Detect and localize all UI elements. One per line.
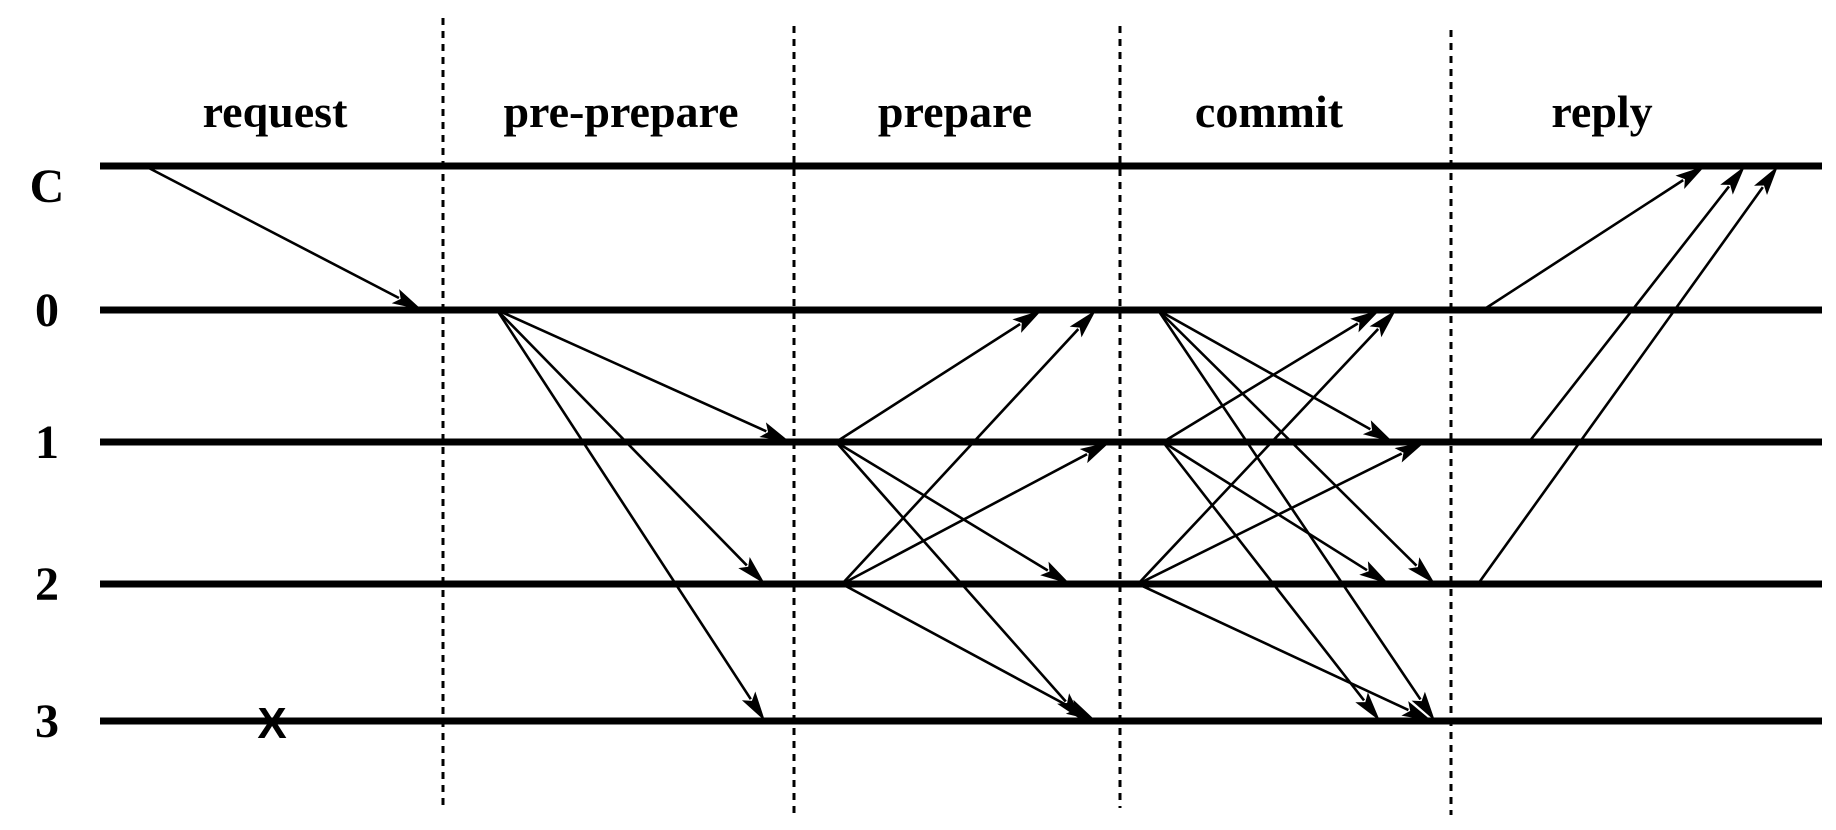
message-arrow-commit-2-to-3 <box>1137 582 1432 721</box>
phase-label-reply: reply <box>1551 86 1652 137</box>
node-label-0: 0 <box>35 284 59 337</box>
phase-label-request: request <box>203 86 348 137</box>
message-arrow-commit-0-to-3 <box>1156 309 1435 721</box>
message-arrow-commit-1-to-2 <box>1162 440 1389 584</box>
message-arrow-pre-prepare-0-to-1 <box>496 308 790 442</box>
phase-labels: request pre-prepare prepare commit reply <box>203 86 1653 137</box>
phase-label-pre-prepare: pre-prepare <box>503 86 738 137</box>
message-arrow-prepare-2-to-3 <box>841 582 1096 721</box>
node-label-c: C <box>30 160 65 213</box>
node-label-2: 2 <box>35 558 59 611</box>
message-arrow-reply-1-to-c <box>1527 166 1745 443</box>
node-labels: C 0 1 2 3 <box>30 160 65 748</box>
phase-dividers <box>441 18 1453 815</box>
node-label-1: 1 <box>35 416 59 469</box>
message-arrow-request-c-to-0 <box>144 164 422 310</box>
message-arrow-prepare-2-to-1 <box>841 442 1110 586</box>
message-arrow-commit-2-to-1 <box>1137 442 1425 586</box>
message-arrow-reply-0-to-c <box>1482 166 1705 312</box>
phase-label-prepare: prepare <box>878 86 1032 137</box>
message-arrow-pre-prepare-0-to-3 <box>495 309 765 721</box>
phase-label-commit: commit <box>1195 86 1344 137</box>
message-arrows <box>144 164 1778 721</box>
message-arrow-pre-prepare-0-to-2 <box>496 309 765 584</box>
failure-mark: X <box>257 699 286 748</box>
message-arrow-prepare-1-to-0 <box>835 310 1042 444</box>
node-label-3: 3 <box>35 695 59 748</box>
message-arrow-commit-0-to-2 <box>1157 309 1435 584</box>
node-timelines <box>100 162 1822 725</box>
message-arrow-reply-2-to-c <box>1476 166 1778 585</box>
message-arrow-prepare-1-to-2 <box>835 440 1070 584</box>
message-arrow-commit-2-to-0 <box>1137 310 1396 585</box>
message-arrow-commit-1-to-0 <box>1162 310 1380 444</box>
message-arrow-commit-1-to-3 <box>1161 441 1380 721</box>
message-arrow-commit-0-to-1 <box>1157 308 1393 442</box>
message-arrow-prepare-2-to-0 <box>841 310 1096 585</box>
